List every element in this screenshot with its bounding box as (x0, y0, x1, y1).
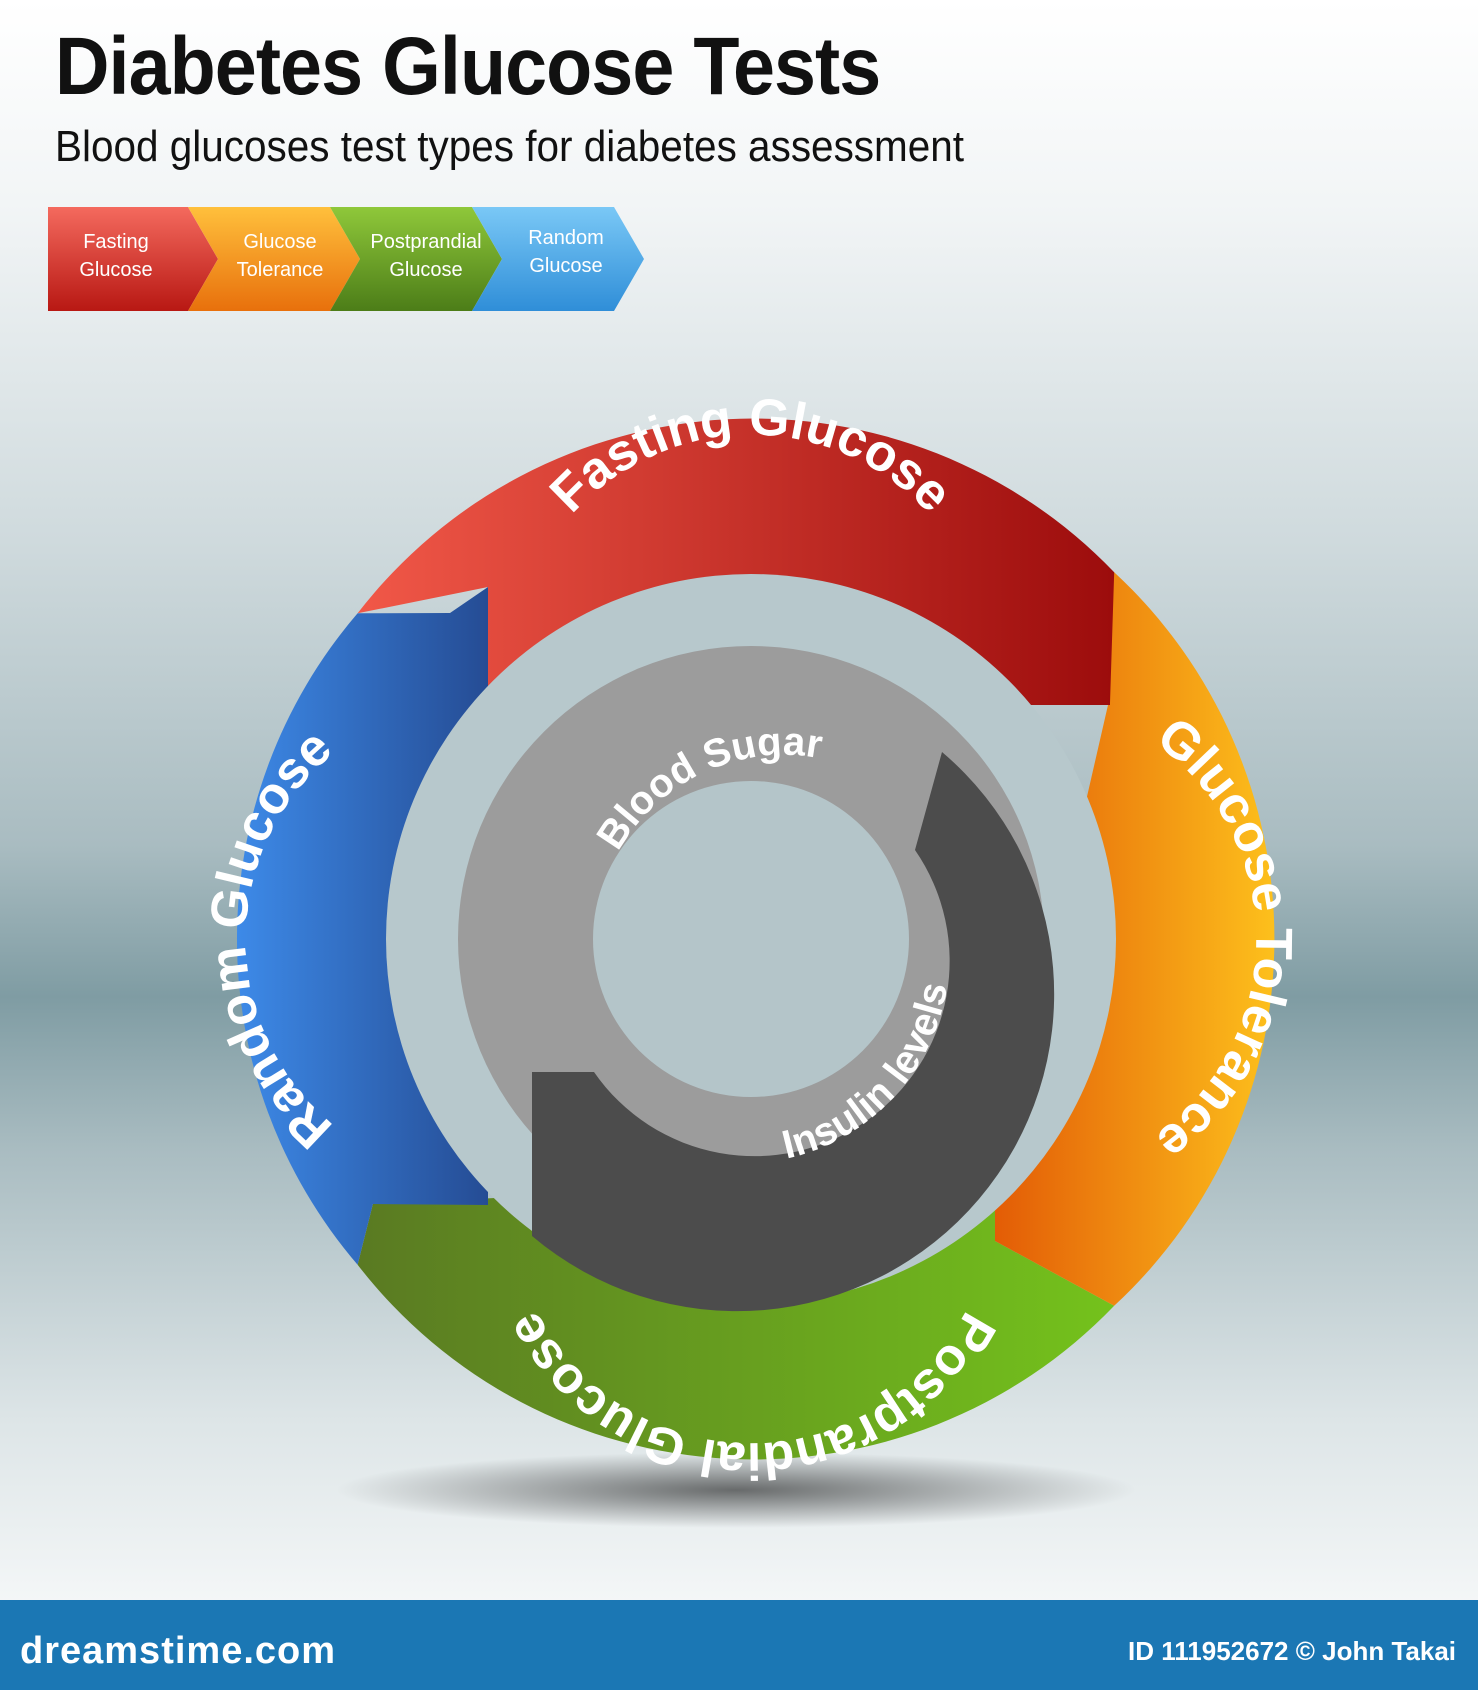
segment-labels: Fasting Glucose Glucose Tolerance Postpr… (199, 388, 1302, 1490)
inner-hole (593, 781, 909, 1097)
legend-fasting-line1: Fasting (83, 231, 149, 253)
label-glucose-tolerance: Glucose Tolerance (1146, 706, 1302, 1172)
label-random-glucose: Random Glucose (199, 718, 343, 1160)
inner-ring-base (458, 646, 1044, 1232)
label-postprandial-glucose: Postprandial Glucose (495, 1303, 1006, 1489)
label-blood-sugar: Blood Sugar (588, 720, 825, 857)
segment-random-glucose (236, 587, 488, 1265)
legend-item-glucose-tolerance: Glucose Tolerance (188, 207, 360, 311)
segment-insulin-levels (532, 752, 1055, 1312)
legend-item-postprandial-glucose: Postprandial Glucose (330, 207, 502, 311)
legend-postprandial-line1: Postprandial (370, 231, 481, 253)
inner-ring (458, 646, 1055, 1312)
footer-bar: dreamstime.com ID 111952672 © John Takai (0, 1600, 1478, 1690)
outer-ring (236, 418, 1275, 1460)
legend-postprandial-line2: Glucose (389, 259, 462, 281)
legend-random-line2: Glucose (529, 255, 602, 277)
label-insulin-levels: Insulin levels (778, 979, 956, 1168)
legend-tolerance-line1: Glucose (243, 231, 316, 253)
legend-item-random-glucose: Random Glucose (472, 207, 644, 311)
page-subtitle: Blood glucoses test types for diabetes a… (55, 122, 965, 171)
segment-fasting-glucose (357, 418, 1115, 705)
ring-center-mask (386, 574, 1116, 1304)
page-title: Diabetes Glucose Tests (55, 21, 881, 112)
legend-random-line1: Random (528, 227, 604, 249)
legend-arrows: Fasting Glucose Glucose Tolerance Postpr… (48, 207, 644, 311)
footer-brand[interactable]: dreamstime.com (20, 1630, 337, 1672)
ground-shadow (336, 1452, 1136, 1528)
footer-credit: ID 111952672 © John Takai (1128, 1636, 1456, 1666)
label-fasting-glucose: Fasting Glucose (539, 388, 963, 523)
legend-tolerance-line2: Tolerance (237, 259, 324, 281)
segment-glucose-tolerance (995, 572, 1275, 1306)
legend-fasting-line2: Glucose (79, 259, 152, 281)
segment-postprandial-glucose (357, 1198, 1115, 1460)
legend-item-fasting-glucose: Fasting Glucose (48, 207, 218, 311)
